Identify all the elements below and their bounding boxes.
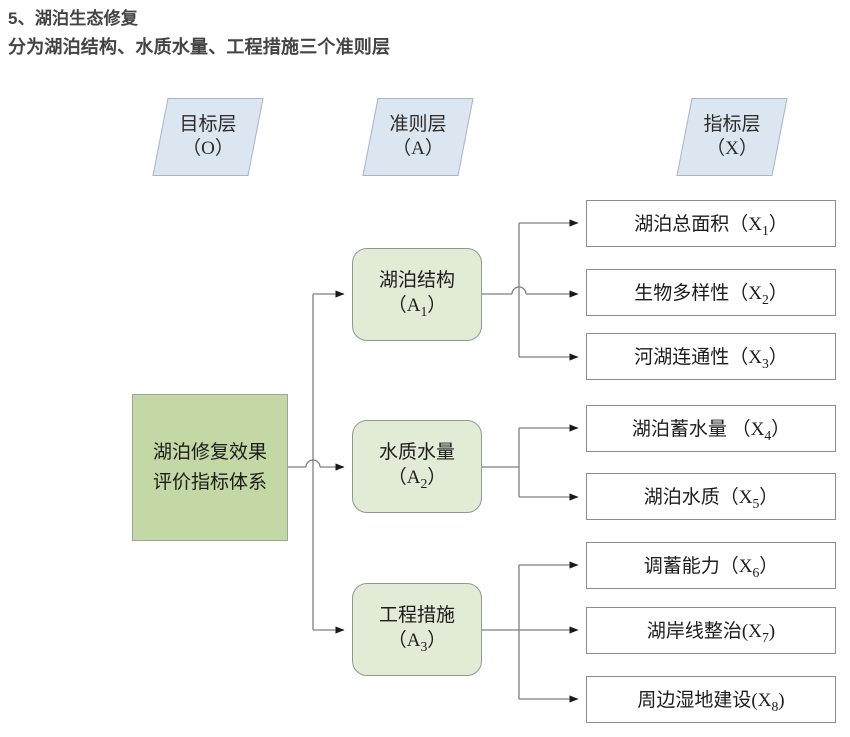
criteria-node-a3-code: （A3）	[387, 629, 447, 654]
criteria-node-a1-title: 湖泊结构	[378, 269, 455, 291]
criteria-node-a3-title: 工程措施	[378, 604, 455, 626]
wire-a1-hop	[511, 286, 527, 295]
indicator-node-x2-label: 生物多样性（X2）	[634, 282, 788, 307]
page-subtitle: 分为湖泊结构、水质水量、工程措施三个准则层	[8, 37, 391, 57]
criteria-node-a1-code: （A1）	[387, 294, 447, 319]
indicator-node-x3[interactable]: 河湖连通性（X3）	[586, 333, 836, 380]
criteria-layer-tag-code: （A）	[392, 138, 444, 159]
indicator-layer-tag: 指标层 （X）	[676, 98, 788, 176]
criteria-node-a2-title: 水质水量	[378, 441, 455, 463]
indicator-node-x8-label: 周边湿地建设(X8)	[637, 689, 785, 714]
criteria-node-a3[interactable]: 工程措施 （A3）	[352, 583, 482, 676]
root-node-label: 湖泊修复效果评价指标体系	[152, 442, 267, 493]
indicator-node-x5[interactable]: 湖泊水质（X5）	[586, 473, 836, 520]
indicator-node-x7-label: 湖岸线整治(X7)	[646, 620, 776, 645]
goal-layer-tag: 目标层 （O）	[152, 98, 264, 176]
criteria-node-a2-code: （A2）	[387, 466, 447, 491]
indicator-node-x4-label: 湖泊蓄水量 （X4）	[631, 418, 791, 443]
indicator-node-x2[interactable]: 生物多样性（X2）	[586, 269, 836, 316]
indicator-layer-tag-code: （X）	[706, 138, 758, 159]
indicator-node-x5-label: 湖泊水质（X5）	[643, 486, 779, 511]
goal-layer-tag-code: （O）	[182, 138, 234, 159]
criteria-layer-tag: 准则层 （A）	[362, 98, 474, 176]
indicator-node-x7[interactable]: 湖岸线整治(X7)	[586, 607, 836, 654]
page-title: 5、湖泊生态修复	[8, 9, 139, 28]
indicator-node-x3-label: 河湖连通性（X3）	[634, 346, 788, 371]
indicator-node-x6-label: 调蓄能力（X6）	[643, 555, 779, 580]
criteria-node-a1[interactable]: 湖泊结构 （A1）	[352, 248, 482, 341]
indicator-node-x1-label: 湖泊总面积（X1）	[634, 213, 788, 238]
indicator-layer-tag-title: 指标层	[703, 114, 761, 136]
criteria-node-a2[interactable]: 水质水量 （A2）	[352, 420, 482, 513]
indicator-node-x6[interactable]: 调蓄能力（X6）	[586, 542, 836, 589]
root-node[interactable]: 湖泊修复效果评价指标体系	[132, 394, 288, 541]
goal-layer-tag-title: 目标层	[179, 114, 237, 136]
indicator-node-x8[interactable]: 周边湿地建设(X8)	[586, 676, 836, 723]
wire-root-hop	[305, 459, 321, 468]
indicator-node-x4[interactable]: 湖泊蓄水量 （X4）	[586, 405, 836, 452]
criteria-layer-tag-title: 准则层	[389, 114, 447, 136]
indicator-node-x1[interactable]: 湖泊总面积（X1）	[586, 200, 836, 247]
